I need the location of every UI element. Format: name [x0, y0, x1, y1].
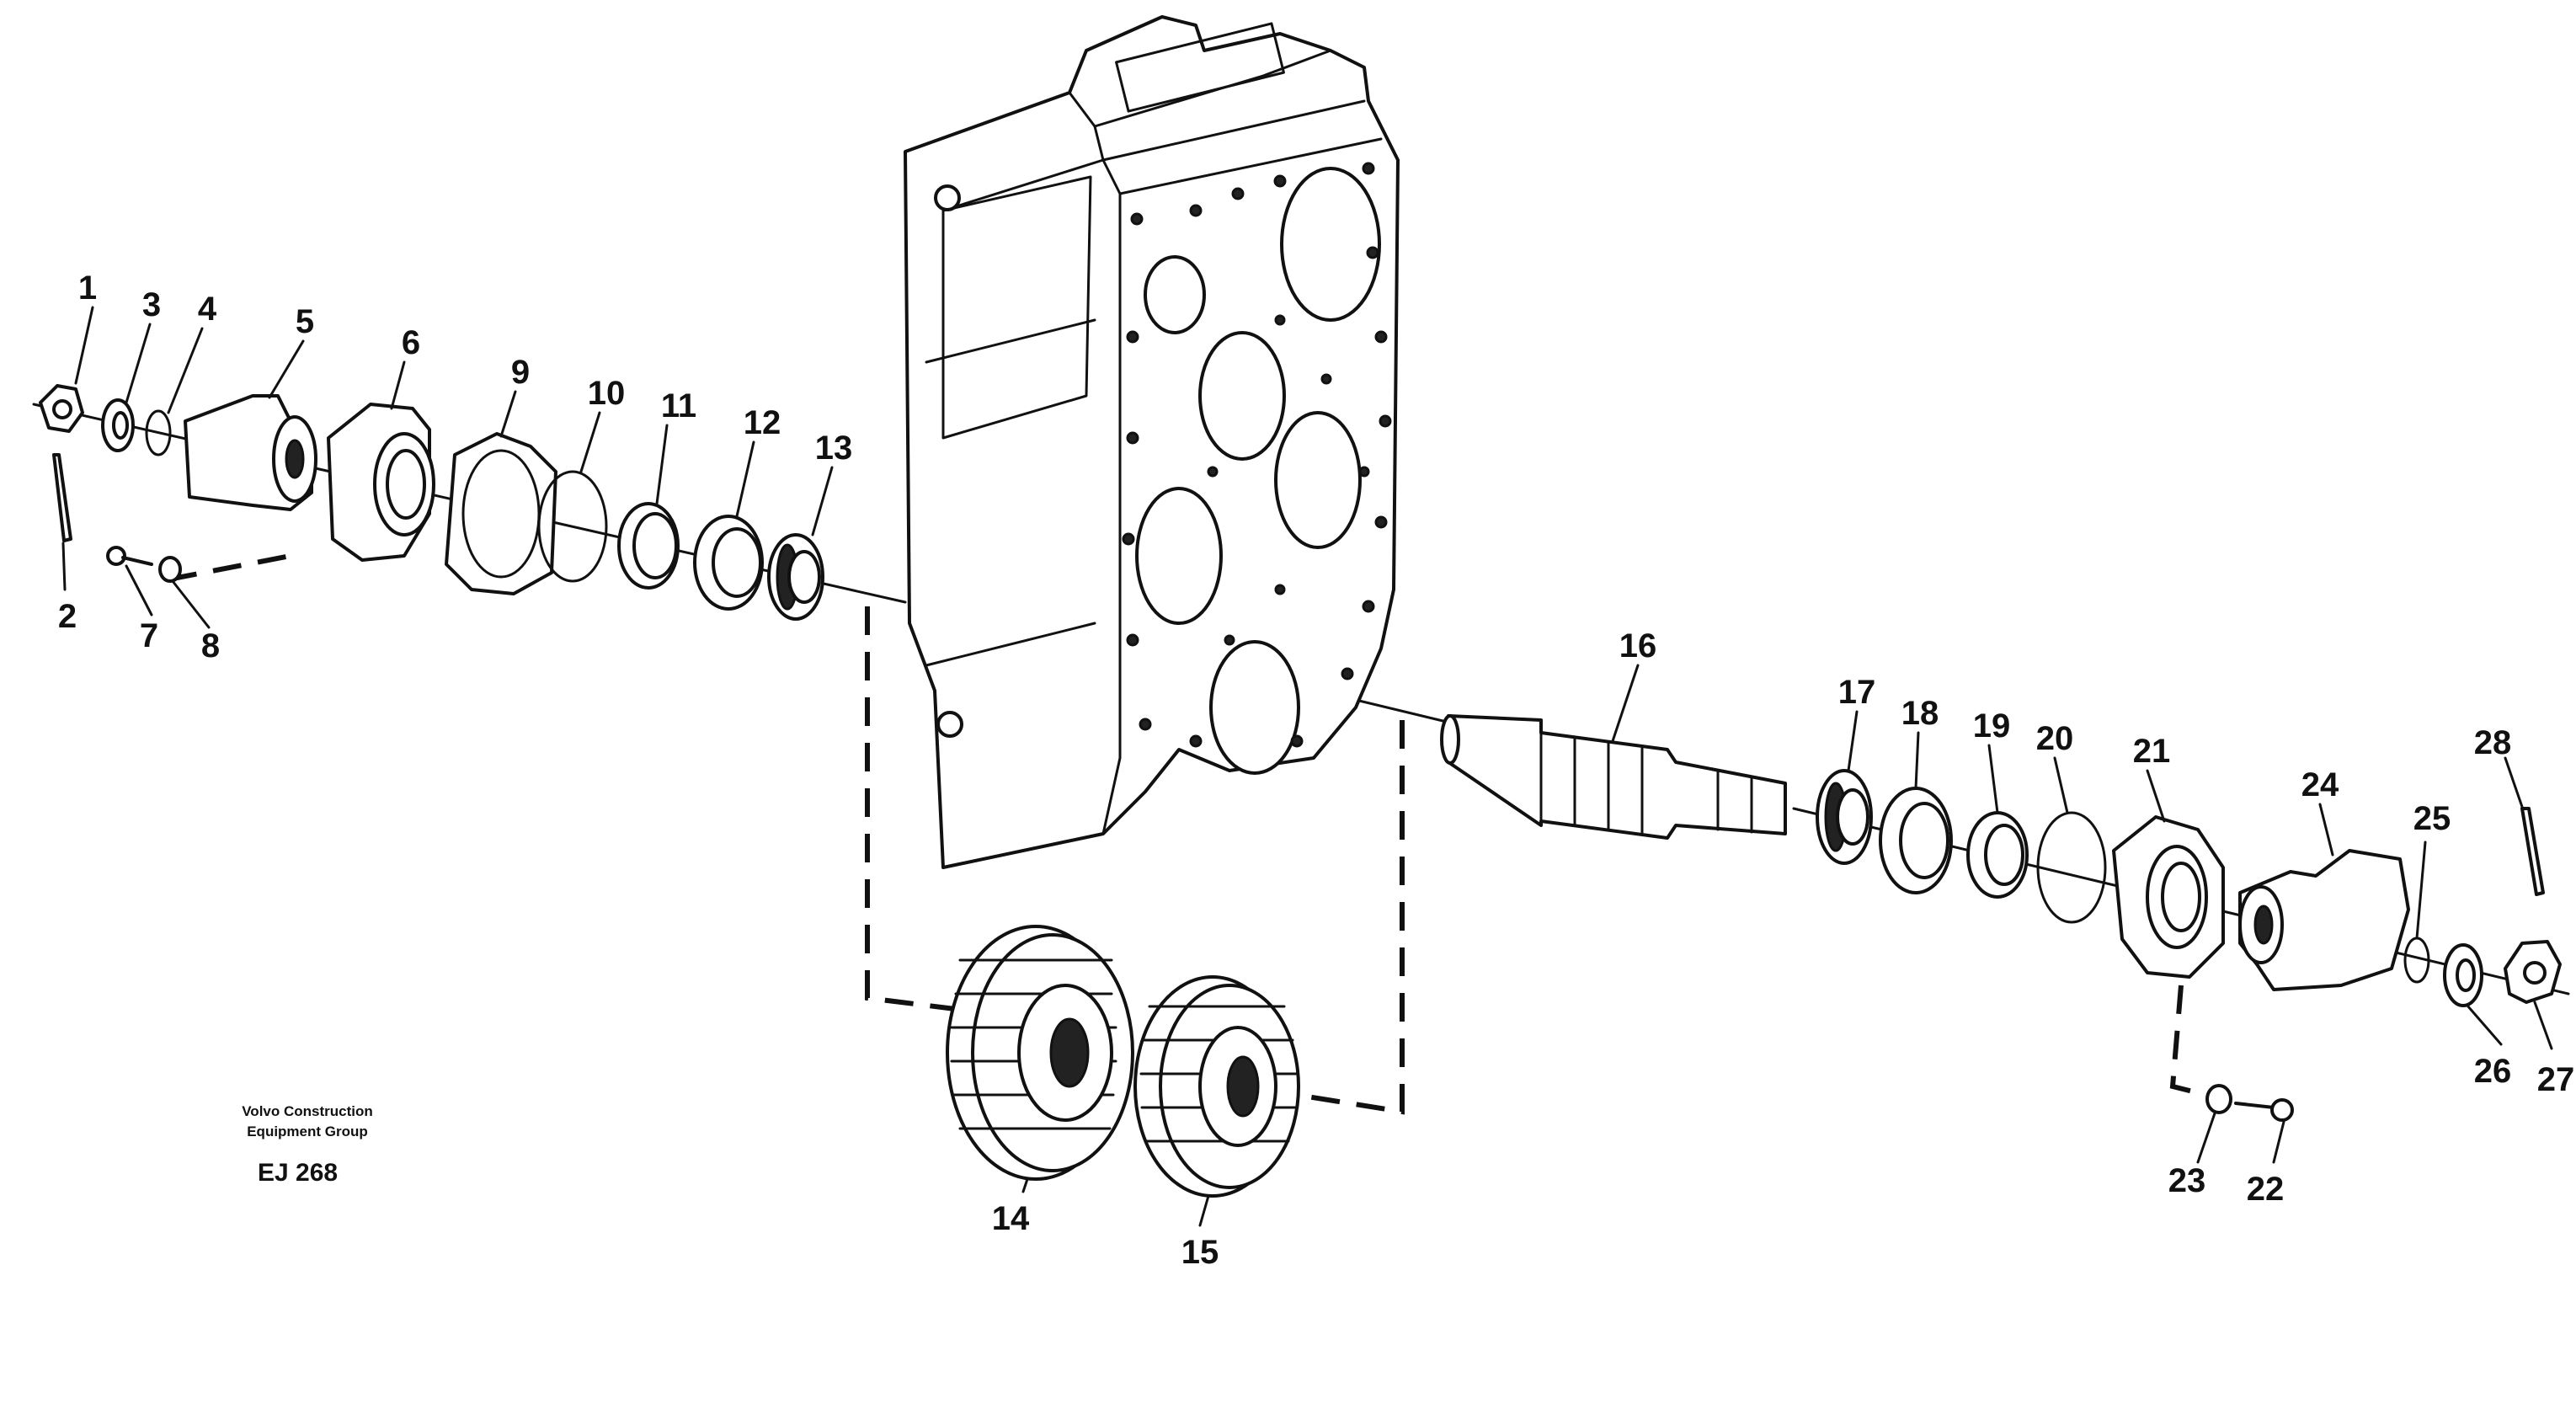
- callout-10: 10: [588, 375, 626, 412]
- callout-13: 13: [815, 430, 853, 467]
- bearing-cup-18: [1879, 787, 1953, 894]
- callout-labels: 1 2 3 4 5 6 7 8 9 10 11 12 13 14 15 16 1…: [58, 270, 2574, 1271]
- seal-ring-19: [1966, 811, 2029, 899]
- castle-nut-1: [39, 384, 84, 433]
- callout-26: 26: [2474, 1053, 2512, 1090]
- callout-4: 4: [198, 291, 217, 328]
- callout-8: 8: [201, 627, 220, 664]
- o-ring-10: [537, 470, 608, 583]
- callout-5: 5: [296, 303, 314, 340]
- washer-23: [2205, 1084, 2232, 1114]
- cotter-pin-2: [52, 453, 72, 542]
- washer-26: [2443, 943, 2483, 1007]
- callout-17: 17: [1838, 674, 1876, 711]
- gasket-9: [445, 432, 557, 595]
- flange-yoke-5: [184, 394, 317, 511]
- gear-dashed-leaders: [168, 553, 2207, 1115]
- callout-19: 19: [1973, 707, 2011, 745]
- callout-28: 28: [2474, 724, 2512, 761]
- gearbox-housing: [904, 15, 1400, 869]
- callout-20: 20: [2036, 720, 2074, 757]
- callout-1: 1: [78, 270, 97, 307]
- callout-leaders: [61, 306, 2553, 1227]
- figure-code: EJ 268: [258, 1159, 339, 1187]
- taper-bearing-13: [767, 533, 824, 621]
- washer-3: [101, 398, 135, 452]
- castle-nut-27: [2504, 940, 2562, 1004]
- o-ring-4: [145, 409, 172, 456]
- seal-ring-11: [617, 502, 680, 590]
- publisher-line-2: Equipment Group: [247, 1123, 368, 1139]
- flange-yoke-24: [2238, 849, 2410, 991]
- o-ring-20: [2036, 811, 2107, 924]
- washer-8: [158, 556, 182, 583]
- callout-6: 6: [402, 324, 420, 361]
- callout-27: 27: [2537, 1061, 2575, 1098]
- callout-22: 22: [2247, 1171, 2285, 1208]
- callout-24: 24: [2301, 766, 2339, 803]
- callout-14: 14: [992, 1200, 1030, 1237]
- bearing-housing-21: [2112, 815, 2225, 979]
- bearing-housing-6: [327, 403, 435, 562]
- callout-12: 12: [744, 404, 781, 441]
- callout-23: 23: [2168, 1162, 2206, 1199]
- output-shaft-16: [1440, 714, 1787, 840]
- cotter-pin-28: [2520, 807, 2545, 896]
- callout-3: 3: [142, 286, 161, 323]
- screw-22: [2234, 1098, 2294, 1122]
- gear-14: [946, 925, 1134, 1181]
- gear-15: [1133, 975, 1300, 1198]
- callout-25: 25: [2413, 800, 2451, 837]
- callout-7: 7: [140, 617, 158, 654]
- publisher-line-1: Volvo Construction: [242, 1103, 373, 1119]
- publisher-caption: Volvo Construction Equipment Group: [219, 1102, 396, 1142]
- callout-15: 15: [1181, 1234, 1219, 1271]
- screw-7: [106, 546, 153, 566]
- callout-16: 16: [1619, 627, 1657, 664]
- callout-2: 2: [58, 598, 77, 635]
- taper-bearing-17: [1816, 769, 1873, 865]
- bearing-cup-12: [693, 515, 764, 611]
- callout-21: 21: [2133, 733, 2171, 770]
- callout-18: 18: [1901, 695, 1939, 732]
- callout-11: 11: [661, 387, 696, 424]
- callout-9: 9: [511, 354, 530, 391]
